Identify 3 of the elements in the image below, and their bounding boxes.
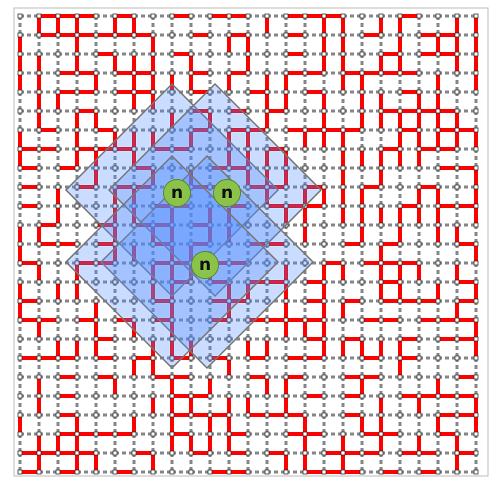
node-circle: n xyxy=(213,179,241,207)
node-circle: n xyxy=(163,179,191,207)
node-circle: n xyxy=(191,251,219,279)
